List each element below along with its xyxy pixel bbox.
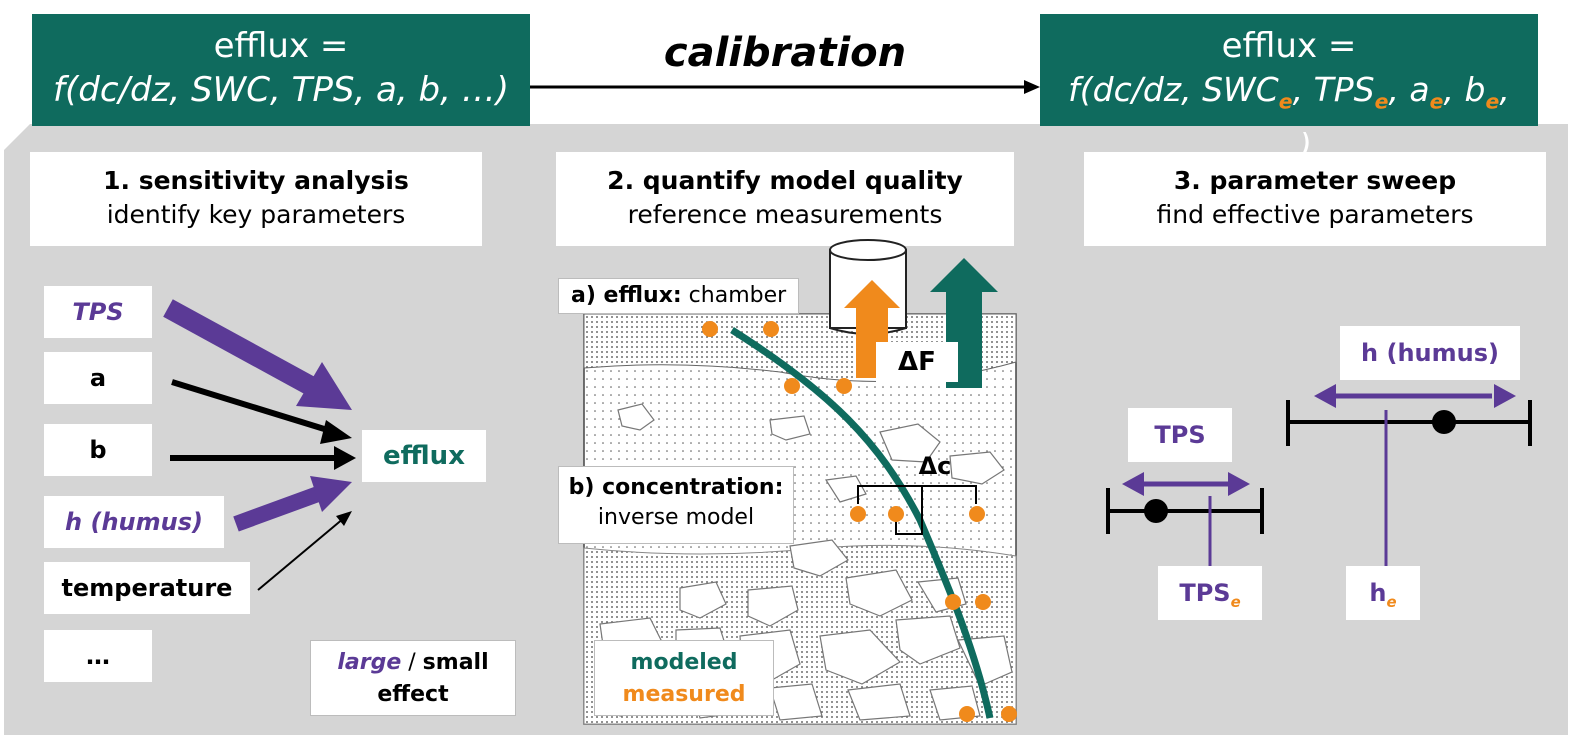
header-right: efflux = f(dc/dz, SWCe, TPSe, ae, be, …) [1040, 14, 1538, 165]
legend-small: small [422, 650, 489, 675]
legend-measured: measured [622, 682, 746, 707]
concentration-label: b) concentration:inverse model [558, 466, 794, 544]
header-left-line1: efflux = [213, 26, 349, 66]
sweep-h-label: h (humus) [1340, 326, 1520, 380]
delta-c-label: Δc [918, 452, 952, 480]
header-left: efflux = f(dc/dz, SWC, TPS, a, b, …) [32, 14, 530, 126]
param-tps: TPS [44, 286, 152, 338]
calibration-label: calibration [663, 30, 907, 76]
efflux-chamber-label: a) efflux: chamber [558, 278, 800, 314]
legend-effect: effect [377, 682, 449, 707]
param-b: b [44, 424, 152, 476]
sweep-tps-label: TPS [1128, 408, 1232, 462]
param-a: a [44, 352, 152, 404]
sweep-tps-effective: TPSe [1158, 566, 1262, 620]
model-legend: modeled measured [594, 640, 774, 716]
calibration-arrow [530, 80, 1040, 94]
effect-legend: large / small effect [310, 640, 516, 716]
target-efflux: efflux [362, 430, 486, 482]
legend-large: large [337, 650, 402, 675]
delta-f-label: ΔF [876, 342, 958, 382]
header-left-line2: f(dc/dz, SWC, TPS, a, b, …) [53, 70, 509, 110]
sweep-h-effective: he [1346, 566, 1420, 620]
param-more: … [44, 630, 152, 682]
param-temperature: temperature [44, 562, 250, 614]
param-humus: h (humus) [44, 496, 224, 548]
legend-modeled: modeled [630, 650, 738, 675]
header-right-line1: efflux = [1221, 26, 1357, 66]
header-right-line2: f(dc/dz, SWCe, TPSe, ae, be, …) [1068, 70, 1510, 165]
